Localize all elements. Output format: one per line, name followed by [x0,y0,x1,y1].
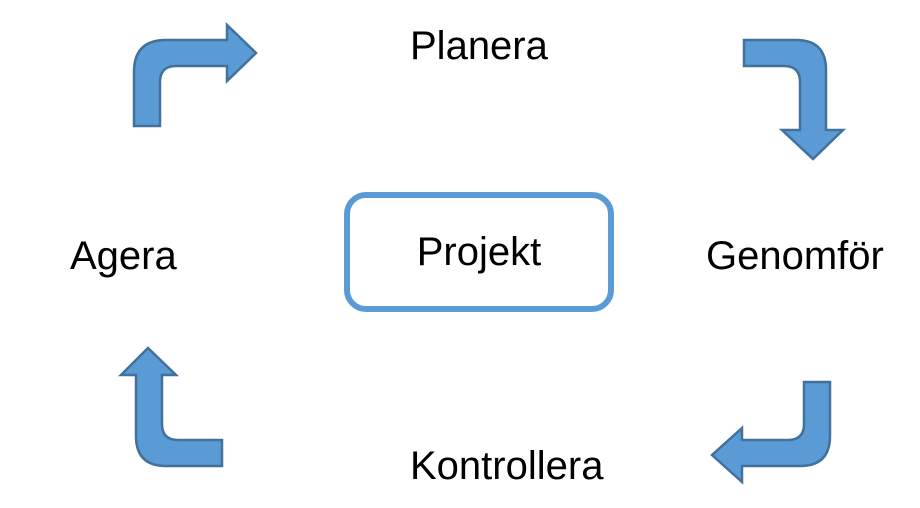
center-label: Projekt [416,229,542,274]
stage-label-agera: Agera [70,234,177,278]
bent-arrow-right-icon [132,22,258,128]
center-box: Projekt [344,192,614,312]
stage-label-kontrollera: Kontrollera [410,444,604,488]
bent-arrow-up-icon [117,346,224,468]
stage-label-planera: Planera [410,24,548,68]
bent-arrow-left-icon [710,380,832,485]
stage-label-genomfor: Genomför [706,234,884,278]
bent-arrow-down-icon [742,38,847,161]
